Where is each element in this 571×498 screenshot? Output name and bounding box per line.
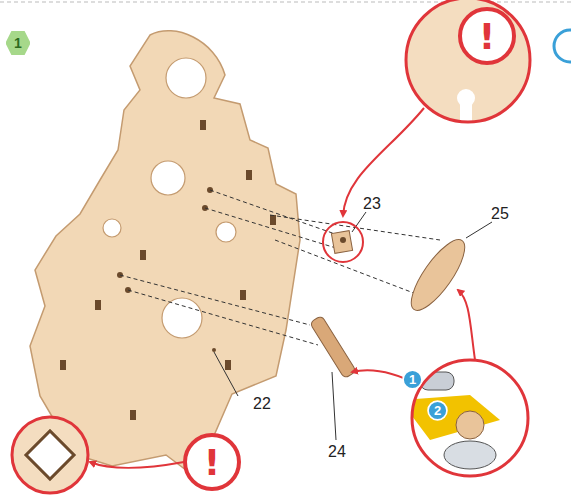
cup bbox=[444, 441, 496, 469]
detail-outline bbox=[12, 417, 88, 493]
slot bbox=[130, 410, 136, 420]
hole bbox=[151, 161, 185, 195]
slot bbox=[240, 290, 246, 300]
highlight-circle bbox=[323, 222, 363, 262]
detail-outline bbox=[406, 0, 530, 122]
dashed-line bbox=[210, 190, 338, 235]
warning-mark: ! bbox=[204, 445, 220, 481]
board-slots bbox=[60, 120, 276, 420]
pin-hole bbox=[212, 348, 216, 352]
lever-part bbox=[310, 315, 357, 378]
badge-outline bbox=[403, 370, 422, 389]
leader-line bbox=[214, 352, 238, 396]
pointer-arrow bbox=[90, 462, 184, 468]
part-number: 25 bbox=[491, 206, 509, 222]
keyhole-detail bbox=[457, 89, 475, 138]
hole bbox=[162, 298, 202, 338]
part-number: 23 bbox=[363, 196, 381, 212]
sub-step-circle: 1 bbox=[402, 369, 423, 390]
step-number: 2 bbox=[434, 404, 441, 417]
badge-outline bbox=[6, 32, 29, 54]
dashed-line bbox=[205, 208, 336, 248]
slot bbox=[246, 170, 252, 180]
step-number: 1 bbox=[14, 36, 22, 50]
dashed-line bbox=[120, 275, 310, 325]
warning-circle bbox=[460, 9, 514, 63]
hole bbox=[103, 219, 121, 237]
square-hole bbox=[26, 431, 74, 479]
board-part bbox=[30, 31, 300, 470]
part-number: 24 bbox=[328, 444, 346, 460]
small-part bbox=[331, 231, 352, 254]
sub-step-circle: 2 bbox=[427, 400, 448, 421]
warning-mark: ! bbox=[479, 19, 495, 55]
slot bbox=[95, 300, 101, 310]
warning-circle bbox=[185, 435, 239, 489]
hole bbox=[166, 58, 206, 98]
pointer-arrow bbox=[343, 108, 424, 216]
next-step-circle bbox=[554, 30, 571, 62]
leader-line bbox=[466, 222, 492, 238]
slot bbox=[200, 120, 206, 130]
slot bbox=[270, 215, 276, 225]
detail-circle bbox=[12, 417, 88, 493]
badge-outline bbox=[428, 401, 447, 420]
assembly-lines bbox=[120, 190, 440, 345]
keyhole bbox=[340, 237, 346, 243]
dashed-line bbox=[128, 290, 318, 345]
dashed-line bbox=[275, 240, 432, 300]
step-badge: 1 bbox=[6, 31, 30, 55]
part-number: 22 bbox=[253, 396, 271, 412]
gear bbox=[456, 411, 484, 439]
keyhole-slot bbox=[460, 98, 472, 138]
slot bbox=[140, 250, 146, 260]
square-detail bbox=[26, 431, 74, 479]
board-holes bbox=[103, 58, 236, 338]
step-number: 1 bbox=[409, 373, 416, 386]
leader-line bbox=[332, 372, 336, 440]
hole bbox=[216, 222, 236, 242]
detail-outline bbox=[412, 360, 528, 476]
disc-part bbox=[402, 233, 473, 318]
slot bbox=[225, 360, 231, 370]
slot bbox=[60, 360, 66, 370]
pointer-arrow bbox=[458, 290, 475, 360]
